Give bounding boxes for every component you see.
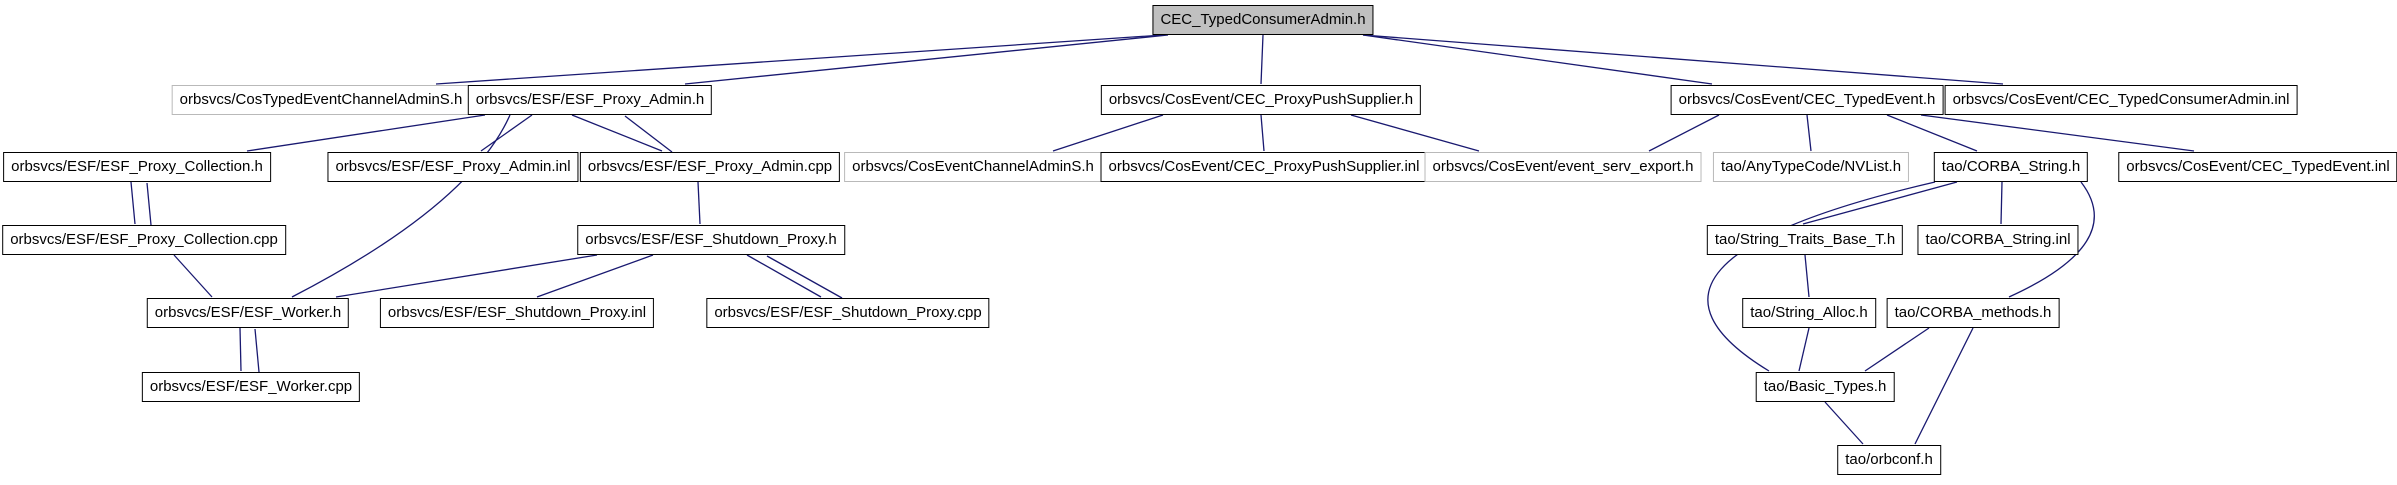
- edge-cs_h-to-stbt: [1802, 181, 1958, 225]
- edge-bt-to-oc: [1824, 401, 1864, 445]
- graph-node-ese: orbsvcs/CosEvent/event_serv_export.h: [1424, 152, 1702, 182]
- graph-node-epa_h[interactable]: orbsvcs/ESF/ESF_Proxy_Admin.h: [467, 85, 713, 115]
- edge-epa_cpp-to-esp_h: [697, 181, 701, 225]
- graph-node-oc[interactable]: tao/orbconf.h: [1837, 445, 1941, 475]
- edge-cm-to-oc: [1914, 327, 1974, 445]
- edge-cs_h-to-cs_inl: [2000, 181, 2003, 225]
- graph-node-cte_h[interactable]: orbsvcs/CosEvent/CEC_TypedEvent.h: [1670, 85, 1944, 115]
- edge-esp_h-to-esp_cpp: [746, 254, 822, 298]
- graph-node-epa_cpp[interactable]: orbsvcs/ESF/ESF_Proxy_Admin.cpp: [579, 152, 841, 182]
- edge-root-to-ctca_inl: [1362, 34, 2004, 85]
- edge-cte_h-to-ese: [1648, 114, 1720, 152]
- edge-group: [130, 34, 2195, 445]
- edge-cte_h-to-nvl: [1806, 114, 1812, 152]
- graph-node-cpps_inl[interactable]: orbsvcs/CosEvent/CEC_ProxyPushSupplier.i…: [1100, 152, 1428, 182]
- edge-epa_h-to-epa_inl: [480, 114, 533, 152]
- edge-epc_cpp-to-ew_h: [173, 254, 213, 298]
- edge-epc_cpp-to-epc_h: [146, 182, 152, 226]
- graph-node-bt[interactable]: tao/Basic_Types.h: [1755, 372, 1895, 402]
- edge-esp_h-to-ew_h: [335, 254, 598, 298]
- edge-root-to-cpps_h: [1260, 34, 1264, 85]
- edge-esp_h-to-esp_inl: [536, 254, 654, 298]
- edge-cte_h-to-cte_inl: [1920, 114, 2195, 152]
- graph-node-stbt[interactable]: tao/String_Traits_Base_T.h: [1706, 225, 1904, 255]
- edge-sa-to-bt: [1798, 327, 1810, 372]
- graph-node-ew_h[interactable]: orbsvcs/ESF/ESF_Worker.h: [146, 298, 350, 328]
- graph-node-ctecas: orbsvcs/CosTypedEventChannelAdminS.h: [171, 85, 471, 115]
- graph-node-cm[interactable]: tao/CORBA_methods.h: [1886, 298, 2060, 328]
- graph-node-epc_h[interactable]: orbsvcs/ESF/ESF_Proxy_Collection.h: [3, 152, 271, 182]
- edge-stbt-to-sa: [1804, 254, 1810, 298]
- graph-node-esp_inl[interactable]: orbsvcs/ESF/ESF_Shutdown_Proxy.inl: [379, 298, 655, 328]
- edge-cs_h-to-cm: [2008, 181, 2095, 298]
- graph-node-esp_h[interactable]: orbsvcs/ESF/ESF_Shutdown_Proxy.h: [577, 225, 845, 255]
- graph-node-cs_h[interactable]: tao/CORBA_String.h: [1933, 152, 2089, 182]
- edge-root-to-epa_h: [684, 34, 1169, 85]
- edge-cpps_h-to-ese: [1350, 114, 1480, 152]
- edge-root-to-cte_h: [1362, 34, 1713, 85]
- graph-node-sa[interactable]: tao/String_Alloc.h: [1742, 298, 1876, 328]
- graph-node-epa_inl[interactable]: orbsvcs/ESF/ESF_Proxy_Admin.inl: [327, 152, 579, 182]
- edge-cs_h-to-bt: [1707, 181, 1936, 372]
- edge-ew_cpp-to-ew_h: [254, 328, 260, 373]
- edge-root-to-ctecas: [435, 34, 1164, 85]
- edge-epa_h-to-epc_h: [246, 114, 486, 152]
- graph-node-nvl: tao/AnyTypeCode/NVList.h: [1712, 152, 1910, 182]
- graph-node-cs_inl[interactable]: tao/CORBA_String.inl: [1917, 225, 2079, 255]
- graph-node-root: CEC_TypedConsumerAdmin.h: [1152, 5, 1374, 35]
- graph-node-cte_inl[interactable]: orbsvcs/CosEvent/CEC_TypedEvent.inl: [2118, 152, 2397, 182]
- edge-epa_h-to-epa_cpp: [571, 114, 663, 152]
- graph-node-esp_cpp[interactable]: orbsvcs/ESF/ESF_Shutdown_Proxy.cpp: [706, 298, 990, 328]
- graph-node-ctca_inl[interactable]: orbsvcs/CosEvent/CEC_TypedConsumerAdmin.…: [1944, 85, 2298, 115]
- edge-epa_h-to-ew_h: [291, 114, 511, 298]
- edge-ew_h-to-ew_cpp: [239, 327, 242, 372]
- graph-node-epc_cpp[interactable]: orbsvcs/ESF/ESF_Proxy_Collection.cpp: [2, 225, 286, 255]
- graph-node-cecas: orbsvcs/CosEventChannelAdminS.h: [844, 152, 1102, 182]
- edge-esp_cpp-to-esp_h: [766, 255, 843, 299]
- graph-node-cpps_h[interactable]: orbsvcs/CosEvent/CEC_ProxyPushSupplier.h: [1100, 85, 1422, 115]
- graph-node-ew_cpp[interactable]: orbsvcs/ESF/ESF_Worker.cpp: [141, 372, 361, 402]
- edge-epc_h-to-epc_cpp: [130, 181, 136, 225]
- edge-cte_h-to-cs_h: [1886, 114, 1978, 152]
- edge-cpps_h-to-cpps_inl: [1260, 114, 1265, 152]
- edge-epa_cpp-to-epa_h: [624, 115, 673, 153]
- edge-cpps_h-to-cecas: [1052, 114, 1164, 152]
- edge-cm-to-bt: [1864, 327, 1930, 372]
